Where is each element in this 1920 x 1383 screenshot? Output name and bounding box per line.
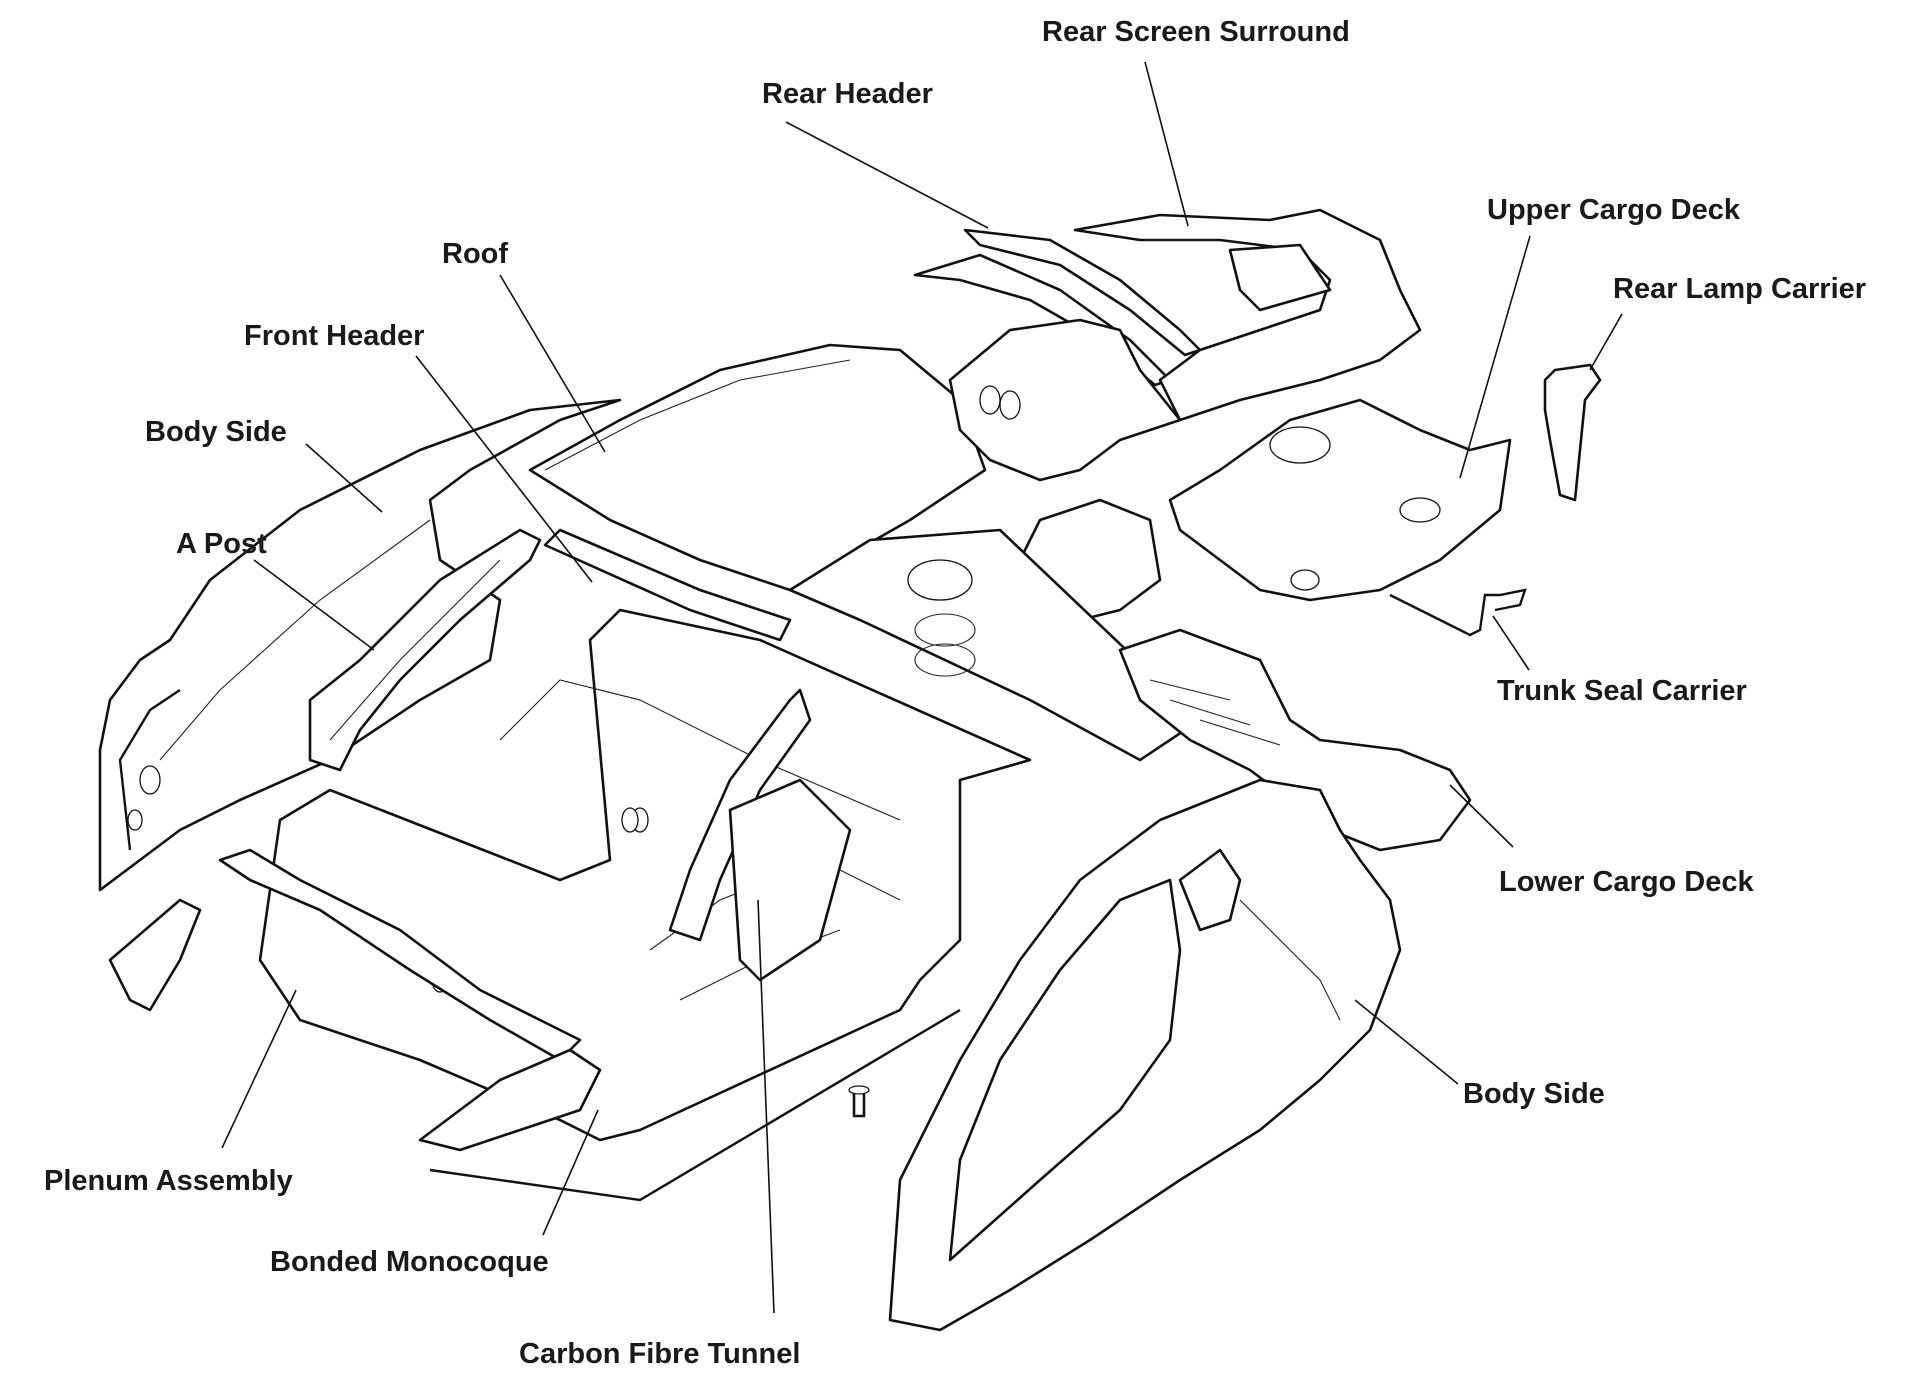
label-trunk-seal-carrier: Trunk Seal Carrier [1497,675,1747,707]
lower-cargo-deck-part [1118,628,1472,852]
leader-rear-header [785,121,989,229]
label-rear-screen-surround: Rear Screen Surround [1042,16,1350,48]
label-upper-cargo-deck: Upper Cargo Deck [1487,194,1741,226]
leader-bonded-monocoque [542,1109,599,1236]
leader-rear-screen-surround [1144,61,1189,227]
bolt-part [848,1085,870,1118]
label-roof: Roof [442,238,509,270]
label-front-header: Front Header [244,320,425,352]
front-header-part [543,528,792,642]
label-rear-header: Rear Header [762,78,933,110]
leader-roof [499,274,606,453]
label-body-side-left: Body Side [145,416,287,448]
leader-carbon-fibre-tunnel [757,899,775,1314]
label-carbon-fibre-tunnel: Carbon Fibre Tunnel [519,1338,801,1370]
a-post-part [308,528,542,772]
leader-rear-lamp-carrier [1589,313,1623,371]
carbon-fibre-tunnel-part [668,688,852,982]
label-body-side-right: Body Side [1463,1078,1605,1110]
upper-cargo-deck-part [1168,398,1512,602]
body-side-right-part [888,778,1402,1332]
rear-screen-surround-part [1073,208,1422,422]
roof-part [528,343,987,592]
leader-trunk-seal-carrier [1492,615,1530,671]
leader-lines [221,61,1623,1314]
rear-inner-panel-part [948,318,1182,482]
plenum-assembly-part [108,848,602,1152]
rear-lamp-carrier-part [1543,363,1602,502]
floor-panel-part [788,528,1202,762]
label-a-post: A Post [176,528,267,560]
label-lower-cargo-deck: Lower Cargo Deck [1499,866,1754,898]
leader-front-header [415,355,593,583]
bonded-monocoque-part [258,608,1032,1202]
label-plenum-assembly: Plenum Assembly [44,1165,293,1197]
label-rear-lamp-carrier: Rear Lamp Carrier [1613,273,1867,305]
leader-body-side-left [305,443,383,513]
leader-body-side-right [1354,999,1459,1085]
leader-lower-cargo-deck [1449,784,1514,848]
body-side-left-part [98,398,622,892]
label-bonded-monocoque: Bonded Monocoque [270,1246,549,1278]
leader-upper-cargo-deck [1459,235,1531,479]
leader-plenum-assembly [221,989,297,1149]
trunk-seal-carrier-part [1389,588,1527,637]
leader-a-post [253,559,375,651]
